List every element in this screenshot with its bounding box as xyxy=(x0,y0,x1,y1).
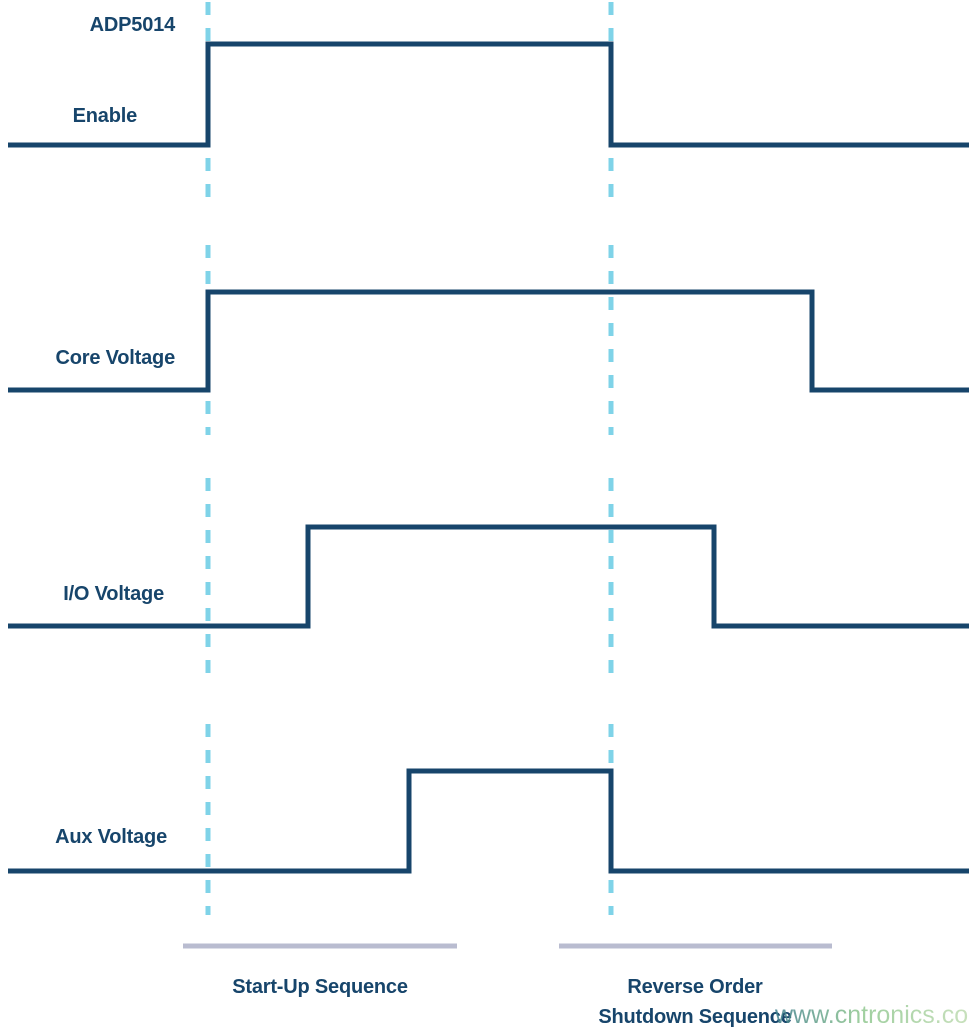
waveform-label-core-voltage: Core Voltage xyxy=(55,347,176,369)
device-label: ADP5014 xyxy=(89,14,176,36)
waveform-label-enable: Enable xyxy=(72,105,138,127)
waveform-enable xyxy=(8,41,969,148)
waveform-io-voltage xyxy=(8,524,969,629)
waveform-aux-voltage xyxy=(8,768,969,874)
waveform-core-voltage xyxy=(8,289,969,393)
startup-sequence-caption: Start-Up Sequence xyxy=(232,976,408,998)
shutdown-sequence-caption: Reverse Order Shutdown Sequence xyxy=(598,976,792,1028)
waveform-label-aux-voltage: Aux Voltage xyxy=(55,826,167,848)
waveform-label-io-voltage: I/O Voltage xyxy=(63,583,164,605)
